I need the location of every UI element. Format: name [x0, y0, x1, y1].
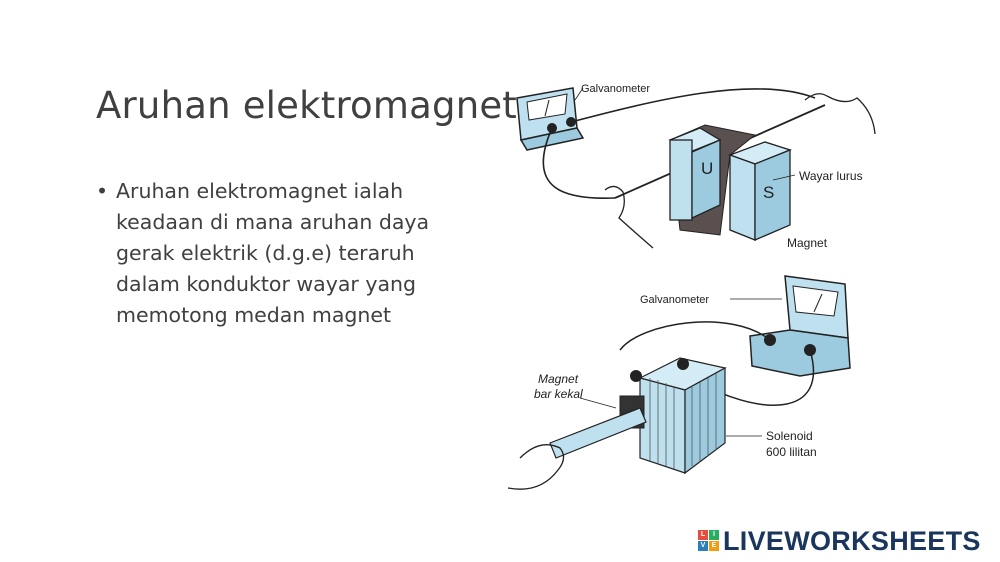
galvanometer-icon: [516, 87, 585, 151]
mark-letter: E: [709, 541, 719, 551]
liveworksheets-wordmark: LIVEWORKSHEETS: [723, 525, 981, 556]
figure-straight-wire: U S Galvanometer Wayar lurus Magnet: [505, 70, 895, 270]
bullet-dot: •: [96, 179, 109, 203]
u-magnet-icon: U S: [668, 124, 792, 241]
bar-magnet-label-line2: bar kekal: [534, 387, 583, 401]
galvanometer-icon: [749, 275, 851, 377]
bullet-item: • Aruhan elektromagnet ialah keadaan di …: [96, 176, 476, 331]
figure-solenoid: Galvanometer Magnet bar kekal Solenoid 6…: [500, 268, 890, 518]
bullet-list: • Aruhan elektromagnet ialah keadaan di …: [96, 176, 476, 331]
pole-s-label: S: [763, 183, 774, 202]
mark-letter: I: [709, 530, 719, 540]
liveworksheets-mark-icon: L I V E: [698, 530, 720, 552]
bar-magnet-icon: [549, 407, 647, 459]
pole-u-label: U: [701, 159, 713, 178]
mark-letter: L: [698, 530, 708, 540]
magnet-label-top: Magnet: [787, 236, 828, 250]
galvanometer-label-top: Galvanometer: [581, 83, 650, 95]
bar-magnet-label-line1: Magnet: [538, 372, 579, 386]
mark-letter: V: [698, 541, 708, 551]
liveworksheets-logo: L I V E LIVEWORKSHEETS: [698, 525, 981, 556]
solenoid-label-line1: Solenoid: [766, 429, 813, 443]
solenoid-icon: [619, 357, 727, 475]
galvanometer-label-bottom: Galvanometer: [640, 294, 709, 306]
solenoid-label-line2: 600 lilitan: [766, 445, 817, 459]
wire-label: Wayar lurus: [799, 169, 863, 183]
bullet-text: Aruhan elektromagnet ialah keadaan di ma…: [116, 179, 430, 327]
slide-title: Aruhan elektromagnet: [96, 84, 518, 127]
